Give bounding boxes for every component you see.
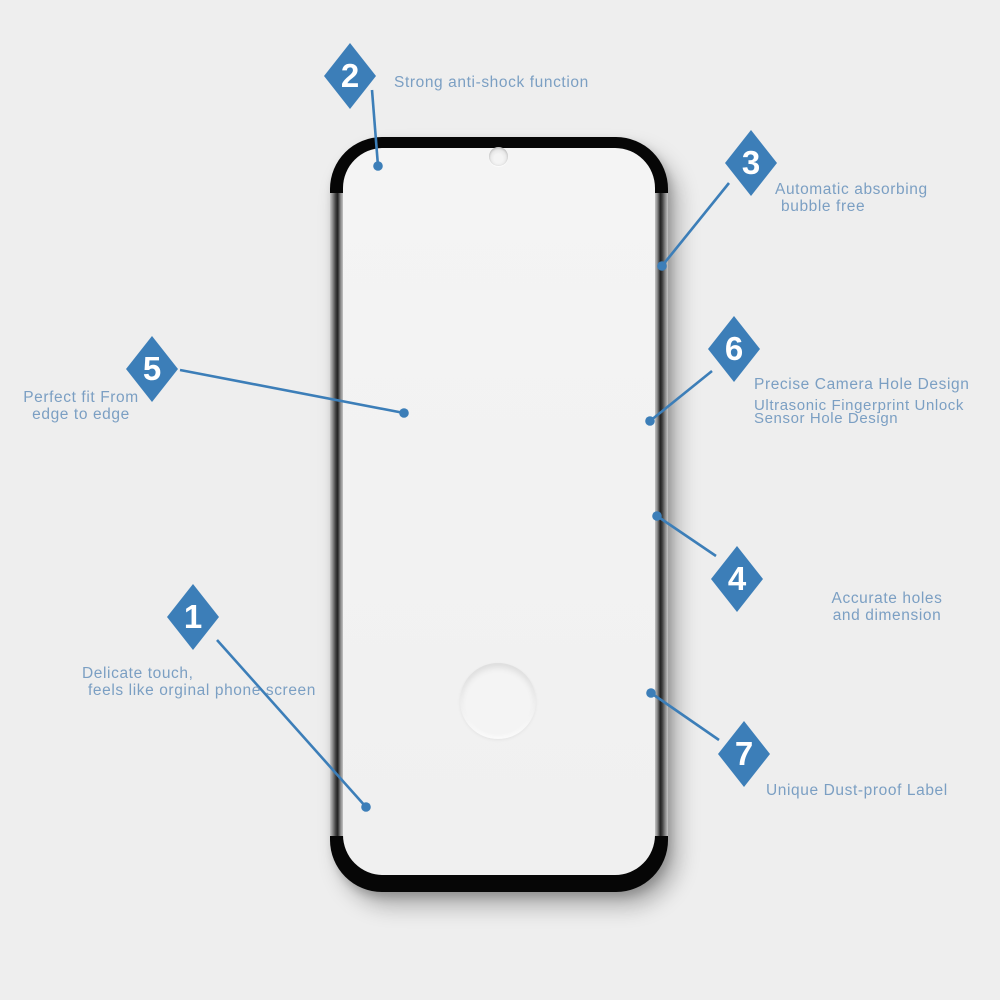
diamond-shape: 6 [708, 316, 760, 382]
label-line: Ultrasonic Fingerprint Unlock Sensor Hol… [754, 396, 969, 427]
phone-screen [343, 147, 655, 875]
label-line: Strong anti-shock function [394, 74, 589, 91]
callout-number: 1 [183, 597, 203, 635]
label-line: edge to edge [32, 405, 130, 423]
label-line: Precise Camera Hole Design [754, 376, 970, 393]
feature-label-dust-proof: Unique Dust-proof Label [766, 782, 948, 800]
label-line: Ultrasonic Fingerprint Unlock [754, 396, 964, 414]
feature-label-delicate-touch: Delicate touch, feels like orginal phone… [82, 665, 316, 699]
label-line: Automatic absorbing [775, 181, 928, 198]
label-line: bubble free [781, 197, 866, 215]
feature-label-accurate-holes: Accurate holes and dimension [828, 590, 946, 624]
callout-marker-3: 3 [725, 130, 777, 196]
callout-marker-2: 2 [324, 43, 376, 109]
diamond-shape: 1 [167, 584, 219, 650]
callout-marker-6: 6 [708, 316, 760, 382]
callout-marker-7: 7 [718, 721, 770, 787]
label-line: Sensor Hole Design [754, 410, 899, 427]
callout-number: 4 [727, 559, 747, 597]
diamond-shape: 7 [718, 721, 770, 787]
diamond-shape: 3 [725, 130, 777, 196]
label-line: feels like orginal phone screen [88, 681, 316, 699]
label-line: Unique Dust-proof Label [766, 782, 948, 799]
camera-hole-cutout [489, 147, 508, 166]
feature-label-perfect-fit: Perfect fit From edge to edge [22, 389, 140, 423]
diamond-shape: 4 [711, 546, 763, 612]
callout-marker-4: 4 [711, 546, 763, 612]
label-line: and dimension [832, 607, 942, 624]
feature-label-bubble-free: Automatic absorbing bubble free [775, 181, 928, 215]
callout-number: 7 [734, 734, 754, 772]
callout-number: 6 [724, 329, 744, 367]
phone-screen-protector [330, 137, 668, 892]
callout-number: 2 [340, 56, 360, 94]
fingerprint-sensor-cutout [460, 663, 536, 739]
callout-marker-1: 1 [167, 584, 219, 650]
feature-label-hole-design: Precise Camera Hole Design Ultrasonic Fi… [754, 376, 970, 427]
callout-number: 3 [741, 143, 761, 181]
leader-line-3 [660, 182, 731, 267]
curved-glass-edge-left [330, 193, 344, 836]
label-line: Perfect fit From [23, 389, 139, 406]
curved-glass-edge-right [654, 193, 668, 836]
callout-marker-5: 5 [126, 336, 178, 402]
callout-number: 5 [142, 349, 162, 387]
feature-label-anti-shock: Strong anti-shock function [394, 74, 589, 92]
label-line: Delicate touch, [82, 665, 194, 682]
label-line: Accurate holes [831, 590, 943, 607]
diamond-shape: 2 [324, 43, 376, 109]
